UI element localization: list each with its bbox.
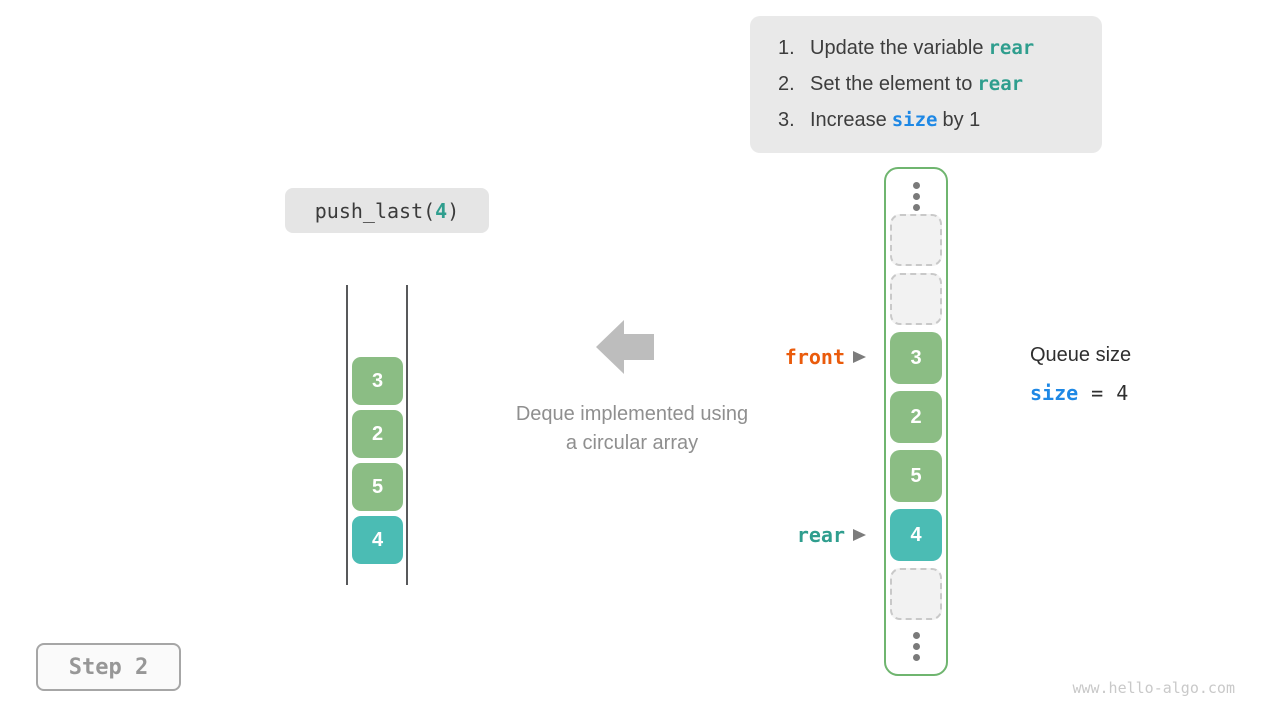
step-badge: Step 2 [36,643,181,691]
left-arrow-icon [596,320,624,374]
caption-line-2: a circular array [565,432,699,454]
dot [913,654,920,661]
ellipsis-top-icon [913,182,920,211]
operation-suffix: ) [447,198,460,223]
dot [913,632,920,639]
front-pointer-arrow-icon [853,351,866,363]
deque-cell: 3 [352,357,403,405]
queue-size-value-line: size = 4 [1030,381,1128,405]
instruction-text: Set the element to [810,73,973,95]
deque-cell-highlighted: 4 [352,516,403,564]
code-token-rear: rear [988,37,1035,59]
instruction-text: Increase [810,109,887,131]
caption-line-1: Deque implemented using [515,403,749,425]
queue-size-value: 4 [1116,381,1129,405]
instruction-text-after: by 1 [942,109,981,131]
code-token-size: size [1030,381,1079,405]
instruction-number: 3. [778,109,795,131]
array-cell-empty [890,568,942,620]
array-cell-empty [890,214,942,266]
array-cell: 3 [890,332,942,384]
ellipsis-bottom-icon [913,632,920,661]
operation-badge: push_last(4) [285,188,489,233]
equals-sign: = [1091,381,1104,405]
dot [913,193,920,200]
array-cell: 2 [890,391,942,443]
dot [913,643,920,650]
dot [913,182,920,189]
queue-size-title: Queue size [1030,344,1132,366]
rear-pointer-arrow-icon [853,529,866,541]
instruction-number: 2. [778,73,795,95]
array-cell: 5 [890,450,942,502]
watermark: www.hello-algo.com [1072,679,1235,697]
operation-argument: 4 [435,198,448,223]
deque-cell: 5 [352,463,403,511]
deque-cell: 2 [352,410,403,458]
code-token-size: size [891,109,938,131]
dot [913,204,920,211]
instruction-text: Update the variable [810,37,984,59]
instruction-number: 1. [778,37,795,59]
front-pointer-label: front [784,345,845,369]
left-arrow-icon-tail [623,334,654,360]
array-cell-empty [890,273,942,325]
code-token-rear: rear [977,73,1024,95]
deque-wall-left [346,285,348,585]
deque-wall-right [406,285,408,585]
operation-prefix: push_last( [314,198,436,223]
array-cell-highlighted: 4 [890,509,942,561]
rear-pointer-label: rear [796,523,845,547]
caption: Deque implemented using a circular array [482,400,782,458]
